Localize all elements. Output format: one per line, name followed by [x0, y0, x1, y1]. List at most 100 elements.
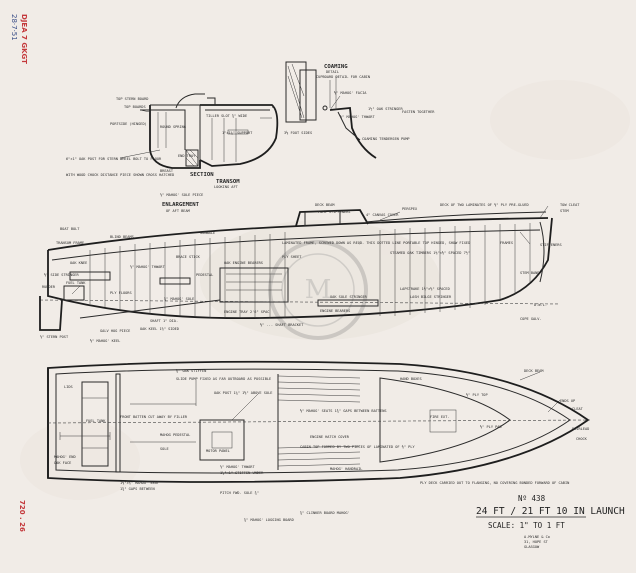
note-coaming-pump: COAMING TENDERSEN PUMP — [362, 137, 410, 141]
note-mahog-sole: ¾" MAHOG' SOLE — [164, 297, 194, 302]
note-galv-hog: GALV HOG PIECE — [100, 329, 130, 333]
note-oak-post: OAK POST 1¼" 1⅝" ABOVE SOLE — [214, 391, 272, 396]
note-mahog-facia: ⅝" MAHOG' FACIA — [334, 91, 367, 95]
engine-box — [219, 267, 289, 303]
note-mahog-seats: ⅝" MAHOG' SEATS 1¾" GAPS BETWEEN BATTENS — [300, 409, 387, 414]
stamp-blue-date: 28·7·51 — [10, 14, 18, 41]
note-brace-stick: BRACE STICK — [176, 255, 201, 259]
note-bilge-stringer: LASH BILGE STRINGER — [410, 295, 452, 299]
note-deck-laminates: DECK OF TWO LAMINATES OF ⅜" PLY PRE-GLUE… — [440, 203, 529, 207]
note-oak-sole: OAK SOLE STRINGER — [330, 295, 368, 299]
rudder — [39, 296, 63, 331]
note-engine-tray: ENGINE TRAY 2'6" SPAC — [224, 310, 269, 314]
note-cabin-top: CABIN TOP FORMED BY TWO PIECES OF LAMINA… — [300, 445, 416, 449]
stamp-red-code: DJEA 7 GKGT — [20, 14, 28, 64]
note-support: 1"×1¼" SUPPORT — [222, 131, 253, 136]
note-front-batten: FRONT BATTEN CUT AWAY BY FILLER — [120, 415, 188, 419]
note-motor-panel: MOTOR PANEL — [206, 449, 230, 453]
note-chock: CHOCK — [576, 437, 588, 441]
note-oak-stiffen: ¾" OAK STIFFEN — [176, 369, 206, 374]
plan-outline — [47, 360, 590, 483]
title-name: 24 FT / 21 FT 10 IN LAUNCH — [476, 506, 625, 517]
note-transom-frame: TRANSOM FRAME — [56, 241, 84, 245]
title-drawn-by: A.MYLNE & Co — [524, 535, 550, 539]
note-ply-top: ⅜" PLY TOP — [466, 393, 488, 397]
note-slide-pump: SLIDE PUMP FIXED AS FAR OUTBOARD AS POSS… — [176, 377, 271, 381]
label-transom-sub: LOOKING AFT — [214, 185, 239, 189]
note-perspex: PERSPEX — [402, 207, 418, 211]
note-breast: BREAST — [160, 169, 174, 173]
note-mahog-seat: 1⅛"×⅝" MAHOG' SEAT — [120, 481, 160, 485]
centre-line — [47, 419, 591, 424]
note-frames: FRAMES — [500, 241, 513, 245]
note-laminated-frame: LAMINATED FRAME, SCREWED DOWN AS REQD. T… — [282, 241, 470, 245]
waterline — [39, 299, 561, 305]
note-lapstrake: LAPSTRAKE 1⅛"×⅝" SPACED — [400, 287, 450, 291]
note-port-for-stern: 6"×1" OAK POST FOR STERN WHEEL BOLT TO F… — [66, 157, 162, 161]
plan-notes: ¾" OAK STIFFEN SLIDE PUMP FIXED AS FAR O… — [54, 369, 589, 523]
shaft-line — [79, 299, 221, 319]
note-lids: LIDS — [64, 385, 73, 389]
engine-hatch — [199, 419, 245, 461]
plan-fuel-tank — [81, 381, 109, 467]
note-canvas-cover: 4" CANVAS COVER — [366, 213, 399, 217]
note-mahog-thwart: ⅞" MAHOG' THWART — [220, 465, 255, 469]
note-stem-band: STEM BAND — [520, 271, 539, 275]
note-sole: SOLE — [160, 447, 169, 451]
note-fuel-tank: FUEL TANK — [66, 281, 86, 285]
note-logging-board: ¾" MAHOG' LOGGING BOARD — [244, 518, 294, 523]
note-stern-post: ⅞" STERN POST — [40, 335, 69, 339]
note-ends-up: ENDS UP — [560, 399, 575, 403]
section-view — [140, 93, 205, 169]
note-cope-galv: COPE GALV. — [520, 317, 542, 321]
note-cupboard: CUPBOARD DETAIL FOR CABIN — [316, 75, 370, 79]
note-fairlead: FAIRLEAD — [572, 427, 589, 431]
note-mahog-keel: ⅝" MAHOG' KEEL — [90, 339, 120, 343]
label-transom: TRANSOM — [216, 179, 240, 185]
transom-outline — [199, 104, 279, 167]
note-foot-sides: 3⅛ FOOT SIDES — [284, 131, 312, 135]
note-ply-floors: PLY FLOORS — [110, 291, 132, 295]
note-pitch-fwd: PITCH FWD. SOLE ¾" — [220, 491, 259, 496]
note-cross-sec: ⅝" MAHOG' THWART — [340, 115, 375, 119]
profile-view — [39, 209, 561, 331]
windscreen — [295, 209, 369, 227]
note-end-tray: END TRAY — [178, 154, 196, 158]
note-pedestal: PEDESTAL — [196, 273, 213, 277]
note-portside: PORTSIDE (HINGED) — [110, 122, 147, 126]
title-block: Nº 438 24 FT / 21 FT 10 IN LAUNCH SCALE:… — [476, 494, 625, 549]
note-fasten: FASTEN TOGETHER — [402, 110, 435, 114]
note-ply-pad: ⅝" PLY PAD — [480, 425, 502, 429]
hull-bottom — [47, 217, 553, 320]
note-stiff-under: 1¼"×1" STIFFEN UNDER — [220, 471, 264, 476]
title-number: Nº 438 — [518, 494, 546, 503]
cabin-top — [379, 377, 511, 463]
note-stem: STEM — [560, 209, 569, 213]
view-labels: SECTION TRANSOM LOOKING AFT ENLARGEMENT … — [162, 64, 348, 213]
profile-notes: DECK BEAM FORE STIFFENERS 4" CANVAS COVE… — [40, 203, 580, 343]
seat-battens — [277, 375, 361, 467]
leader-lines — [71, 95, 561, 421]
coaming-detail — [285, 61, 377, 159]
note-tow-cleat: TOW CLEAT — [560, 203, 580, 207]
note-top-stern: TOP STERN BOARD — [116, 97, 148, 101]
note-fire-ext: FIRE EXT. — [430, 415, 449, 419]
note-fore-stiffeners: FORE STIFFENERS — [318, 210, 350, 214]
note-mahog-pedestal: MAHOG PEDESTAL — [160, 433, 190, 437]
note-gunwale: GUNWALE — [200, 231, 215, 235]
title-place: GLASGOW — [524, 545, 540, 549]
sheer-line — [47, 217, 549, 251]
note-oak-face: OAK FACE — [54, 461, 71, 465]
note-mahog-end: MAHOG' END — [54, 455, 76, 459]
note-round-spring: ROUND SPRING — [160, 125, 186, 129]
upper-notes: TOP BOARDS TILLER SLOT ¾" WIDE 1"×1¼" SU… — [66, 75, 435, 197]
note-steamed-oak: STEAMED OAK TIMBERS 1⅛"×⅝" SPACED 7½" — [390, 251, 470, 255]
note-rudder: RUDDER — [42, 285, 56, 289]
note-hand-boxes: HAND BOXES — [400, 377, 422, 381]
note-ply-sheet: PLY SHEET — [282, 255, 302, 259]
note-shaft: SHAFT 1" DIA. — [150, 319, 178, 323]
plan-view — [47, 360, 591, 483]
note-handrail: MAHOG' HANDRAIL — [330, 467, 362, 471]
